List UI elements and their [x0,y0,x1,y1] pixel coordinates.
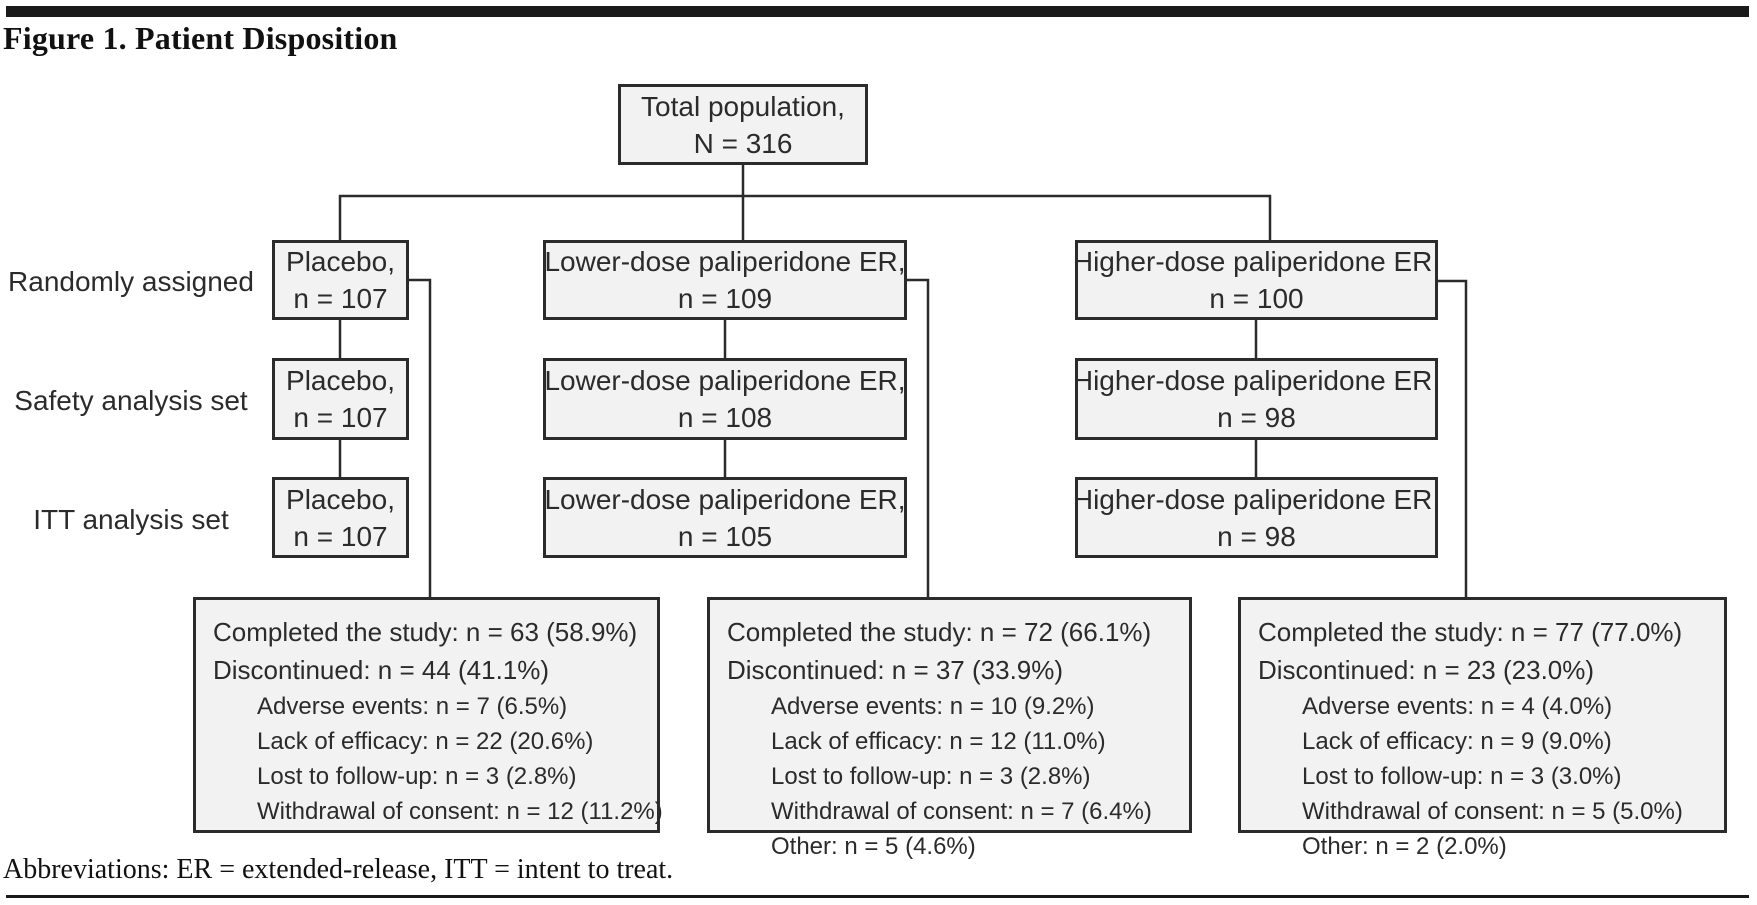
reason-line: Other: n = 2 (2.0%) [1302,833,1507,860]
lower-dose-randomized-box: Lower-dose paliperidone ER, n = 109 [543,240,907,320]
discontinued-line: Discontinued: n = 37 (33.9%) [727,655,1064,685]
box-line: n = 109 [677,283,773,314]
placebo-outcome-box: Completed the study: n = 63 (58.9%) Disc… [193,597,663,833]
box-line: Higher-dose paliperidone ER, [1072,483,1441,515]
figure-title: Figure 1. Patient Disposition [3,20,398,56]
box-line: n = 107 [293,283,388,314]
abbreviations-footnote: Abbreviations: ER = extended-release, IT… [3,854,674,885]
completed-line: Completed the study: n = 72 (66.1%) [727,617,1152,647]
reason-line: Adverse events: n = 4 (4.0%) [1302,693,1613,720]
bottom-rule-bar [6,895,1749,898]
reason-line: Lost to follow-up: n = 3 (2.8%) [257,763,577,790]
completed-line: Completed the study: n = 63 (58.9%) [213,617,638,647]
box-line: n = 107 [293,520,388,552]
box-line: n = 98 [1217,402,1296,433]
discontinued-line: Discontinued: n = 23 (23.0%) [1258,655,1595,685]
lower-dose-outcome-box: Completed the study: n = 72 (66.1%) Disc… [707,597,1192,860]
higher-dose-itt-box: Higher-dose paliperidone ER, n = 98 [1072,477,1441,558]
higher-dose-safety-box: Higher-dose paliperidone ER, n = 98 [1072,358,1441,440]
reason-line: Lack of efficacy: n = 12 (11.0%) [771,728,1106,755]
top-rule-bar [6,6,1749,17]
row-label-itt-analysis-set: ITT analysis set [33,504,229,535]
reason-line: Adverse events: n = 7 (6.5%) [257,693,568,720]
total-population-line2: N = 316 [693,127,793,159]
box-line: Placebo, [286,246,395,277]
discontinued-line: Discontinued: n = 44 (41.1%) [213,655,550,685]
box-line: n = 107 [293,402,388,433]
reason-line: Withdrawal of consent: n = 7 (6.4%) [771,798,1152,825]
placebo-itt-box: Placebo, n = 107 [272,477,409,558]
box-line: Higher-dose paliperidone ER, [1072,246,1441,277]
reason-line: Withdrawal of consent: n = 12 (11.2%) [257,798,663,825]
lower-dose-itt-box: Lower-dose paliperidone ER, n = 105 [543,477,907,558]
row-label-safety-analysis-set: Safety analysis set [14,385,248,416]
higher-dose-randomized-box: Higher-dose paliperidone ER, n = 100 [1072,240,1441,320]
reason-line: Lost to follow-up: n = 3 (3.0%) [1302,763,1622,790]
completed-line: Completed the study: n = 77 (77.0%) [1258,617,1683,647]
box-line: Placebo, [286,365,395,396]
reason-line: Lack of efficacy: n = 22 (20.6%) [257,728,594,755]
placebo-safety-box: Placebo, n = 107 [272,358,409,440]
box-line: Lower-dose paliperidone ER, [544,483,906,515]
box-line: n = 98 [1217,520,1296,552]
total-population-box: Total population, N = 316 [618,84,868,165]
row-label-randomly-assigned: Randomly assigned [8,266,254,297]
box-line: Placebo, [286,483,395,515]
box-line: n = 108 [677,402,773,433]
box-line: Higher-dose paliperidone ER, [1072,365,1441,396]
reason-line: Lack of efficacy: n = 9 (9.0%) [1302,728,1612,755]
reason-line: Withdrawal of consent: n = 5 (5.0%) [1302,798,1683,825]
reason-line: Adverse events: n = 10 (9.2%) [771,693,1095,720]
box-line: Lower-dose paliperidone ER, [544,246,906,277]
box-line: n = 105 [677,520,773,552]
total-population-line1: Total population, [641,90,845,122]
higher-dose-outcome-box: Completed the study: n = 77 (77.0%) Disc… [1238,597,1727,860]
reason-line: Other: n = 5 (4.6%) [771,833,976,860]
box-line: n = 100 [1209,283,1304,314]
box-line: Lower-dose paliperidone ER, [544,365,906,396]
reason-line: Lost to follow-up: n = 3 (2.8%) [771,763,1091,790]
placebo-randomized-box: Placebo, n = 107 [272,240,409,320]
lower-dose-safety-box: Lower-dose paliperidone ER, n = 108 [543,358,907,440]
